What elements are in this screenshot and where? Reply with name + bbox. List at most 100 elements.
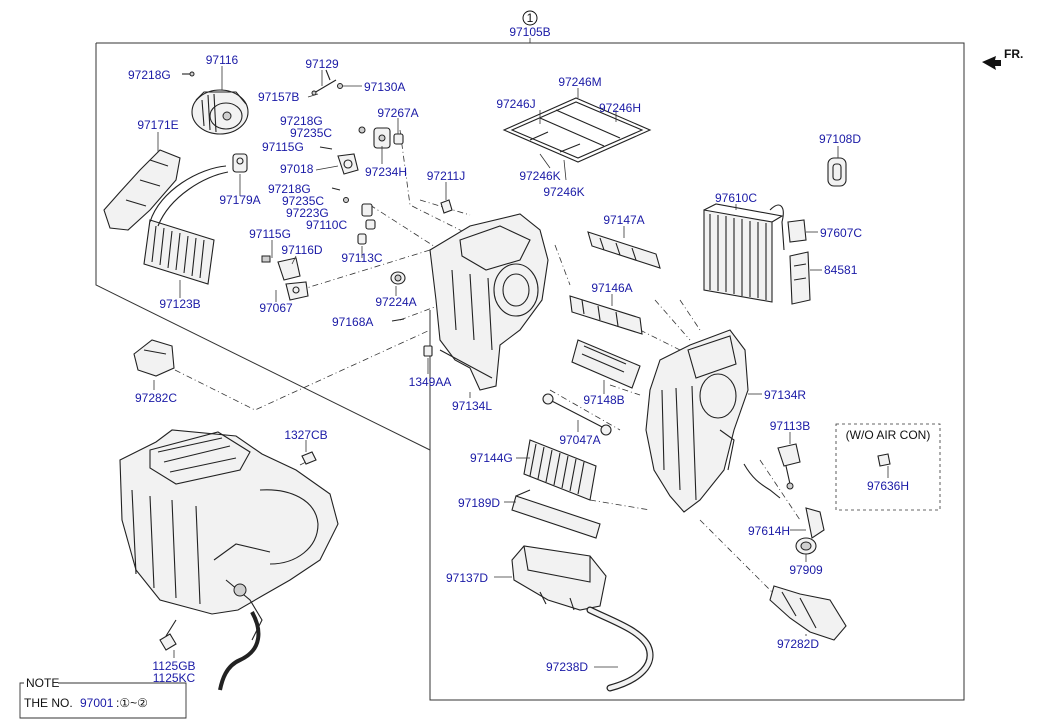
part-label[interactable]: 97218G xyxy=(280,114,323,128)
drain-hose[interactable] xyxy=(586,606,654,692)
temperature-sensor[interactable] xyxy=(777,443,801,490)
part-label[interactable]: 97218G xyxy=(128,68,171,82)
temp-actuator[interactable] xyxy=(261,255,309,301)
part-label[interactable]: 97144G xyxy=(470,451,513,465)
part-label[interactable]: 97115G xyxy=(262,140,304,154)
mode-door-lower[interactable] xyxy=(569,295,643,335)
part-label[interactable]: 97636H xyxy=(867,479,909,493)
note-range: :①~② xyxy=(116,696,148,710)
part-label[interactable]: 97246J xyxy=(496,97,535,111)
part-label[interactable]: 1125GB xyxy=(152,659,195,673)
part-label[interactable]: 97116 xyxy=(206,53,239,67)
note-text-prefix: THE NO. xyxy=(24,696,73,710)
part-label[interactable]: 97067 xyxy=(259,301,293,315)
heater-case-right[interactable] xyxy=(645,329,749,513)
nut[interactable] xyxy=(301,451,317,465)
part-label[interactable]: 97116D xyxy=(281,243,322,257)
part-label[interactable]: 97282C xyxy=(135,391,177,405)
duct-bracket[interactable] xyxy=(103,149,181,231)
part-label[interactable]: 97282D xyxy=(777,637,819,651)
mode-door-upper[interactable] xyxy=(587,231,661,269)
cabin-air-filter[interactable] xyxy=(523,439,597,501)
part-label[interactable]: 1327CB xyxy=(284,428,327,442)
expansion-valve-seal[interactable] xyxy=(787,219,807,243)
part-label[interactable]: 97235C xyxy=(282,194,324,208)
part-label[interactable]: 97110C xyxy=(306,218,347,232)
top-ref-number: 1 xyxy=(527,11,534,25)
part-label[interactable]: 97246K xyxy=(543,185,584,199)
drain-seal[interactable] xyxy=(827,157,847,187)
note-part-number[interactable]: 97001 xyxy=(80,696,114,710)
part-label[interactable]: 97129 xyxy=(305,57,339,71)
evaporator-core[interactable] xyxy=(703,203,785,303)
part-label[interactable]: 97018 xyxy=(280,162,314,176)
part-label[interactable]: 97267A xyxy=(377,106,418,120)
mode-actuator-motor[interactable] xyxy=(319,146,359,175)
part-label[interactable]: 97607C xyxy=(820,226,862,240)
part-label[interactable]: 97113B xyxy=(770,419,810,433)
part-label[interactable]: 97047A xyxy=(559,433,600,447)
woac-title: (W/O AIR CON) xyxy=(846,428,931,442)
evaporator-bracket[interactable] xyxy=(789,251,811,305)
heater-case-left[interactable] xyxy=(429,213,549,391)
part-label[interactable]: 97147A xyxy=(603,213,644,227)
top-ref-part[interactable]: 97105B xyxy=(509,25,550,39)
temp-door[interactable] xyxy=(571,339,641,389)
part-label[interactable]: 97246M xyxy=(558,75,601,89)
part-label[interactable]: 97148B xyxy=(583,393,624,407)
part-label[interactable]: 1349AA xyxy=(409,375,452,389)
part-label[interactable]: 97168A xyxy=(332,315,373,329)
part-label[interactable]: 97123B xyxy=(159,297,200,311)
part-label[interactable]: 97157B xyxy=(258,90,299,104)
pin[interactable] xyxy=(391,318,405,322)
part-label[interactable]: 97146A xyxy=(591,281,632,295)
part-label[interactable]: 1125KC xyxy=(153,671,196,685)
door-actuator-lever[interactable] xyxy=(358,126,404,149)
part-label[interactable]: 97614H xyxy=(748,524,790,538)
actuator-rod[interactable] xyxy=(311,69,343,96)
pipe-seal[interactable] xyxy=(232,153,248,173)
filter-seal-frame[interactable] xyxy=(502,97,652,163)
part-label[interactable]: 97189D xyxy=(458,496,500,510)
heater-core[interactable] xyxy=(143,165,229,285)
leader-lines xyxy=(153,66,889,668)
part-label[interactable]: 97238D xyxy=(546,660,588,674)
part-label[interactable]: 97137D xyxy=(446,571,488,585)
part-label[interactable]: 97134R xyxy=(764,388,806,402)
small-clip-parts[interactable] xyxy=(331,187,376,245)
part-label[interactable]: 97909 xyxy=(789,563,823,577)
clip-fastener[interactable] xyxy=(423,345,433,357)
front-duct[interactable] xyxy=(133,339,175,377)
door-shaft[interactable] xyxy=(542,393,612,436)
hvac-assembly[interactable] xyxy=(119,429,339,641)
blower-motor[interactable] xyxy=(191,89,249,135)
part-label[interactable]: 97108D xyxy=(819,132,861,146)
part-labels: 97116 97218G 97171E 97179A 97123B 97129 … xyxy=(128,53,909,685)
grommet[interactable] xyxy=(390,271,406,285)
part-label[interactable]: 97234H xyxy=(365,165,407,179)
part-label[interactable]: 97223G xyxy=(286,206,329,220)
filter-cover[interactable] xyxy=(511,489,601,539)
note-title: NOTE xyxy=(26,676,59,690)
part-label[interactable]: 97218G xyxy=(268,182,311,196)
bolt[interactable] xyxy=(159,619,177,651)
part-label[interactable]: 97610C xyxy=(715,191,757,205)
part-label[interactable]: 97211J xyxy=(427,169,465,183)
wiring-harness[interactable] xyxy=(743,463,825,555)
rear-duct[interactable] xyxy=(769,585,847,641)
screw-icon[interactable] xyxy=(182,71,195,77)
part-label[interactable]: 97130A xyxy=(364,80,405,94)
part-label[interactable]: 97235C xyxy=(290,126,332,140)
lower-case[interactable] xyxy=(511,545,607,611)
part-label[interactable]: 97179A xyxy=(219,193,260,207)
part-label[interactable]: 97246H xyxy=(599,101,641,115)
part-label[interactable]: 84581 xyxy=(824,263,858,277)
part-label[interactable]: 97113C xyxy=(341,251,382,265)
part-label[interactable]: 97134L xyxy=(452,399,492,413)
clip[interactable] xyxy=(440,199,453,214)
note-box xyxy=(19,682,187,719)
part-label[interactable]: 97224A xyxy=(375,295,416,309)
part-label[interactable]: 97171E xyxy=(137,118,178,132)
part-label[interactable]: 97115G xyxy=(249,227,291,241)
part-label[interactable]: 97246K xyxy=(519,169,560,183)
